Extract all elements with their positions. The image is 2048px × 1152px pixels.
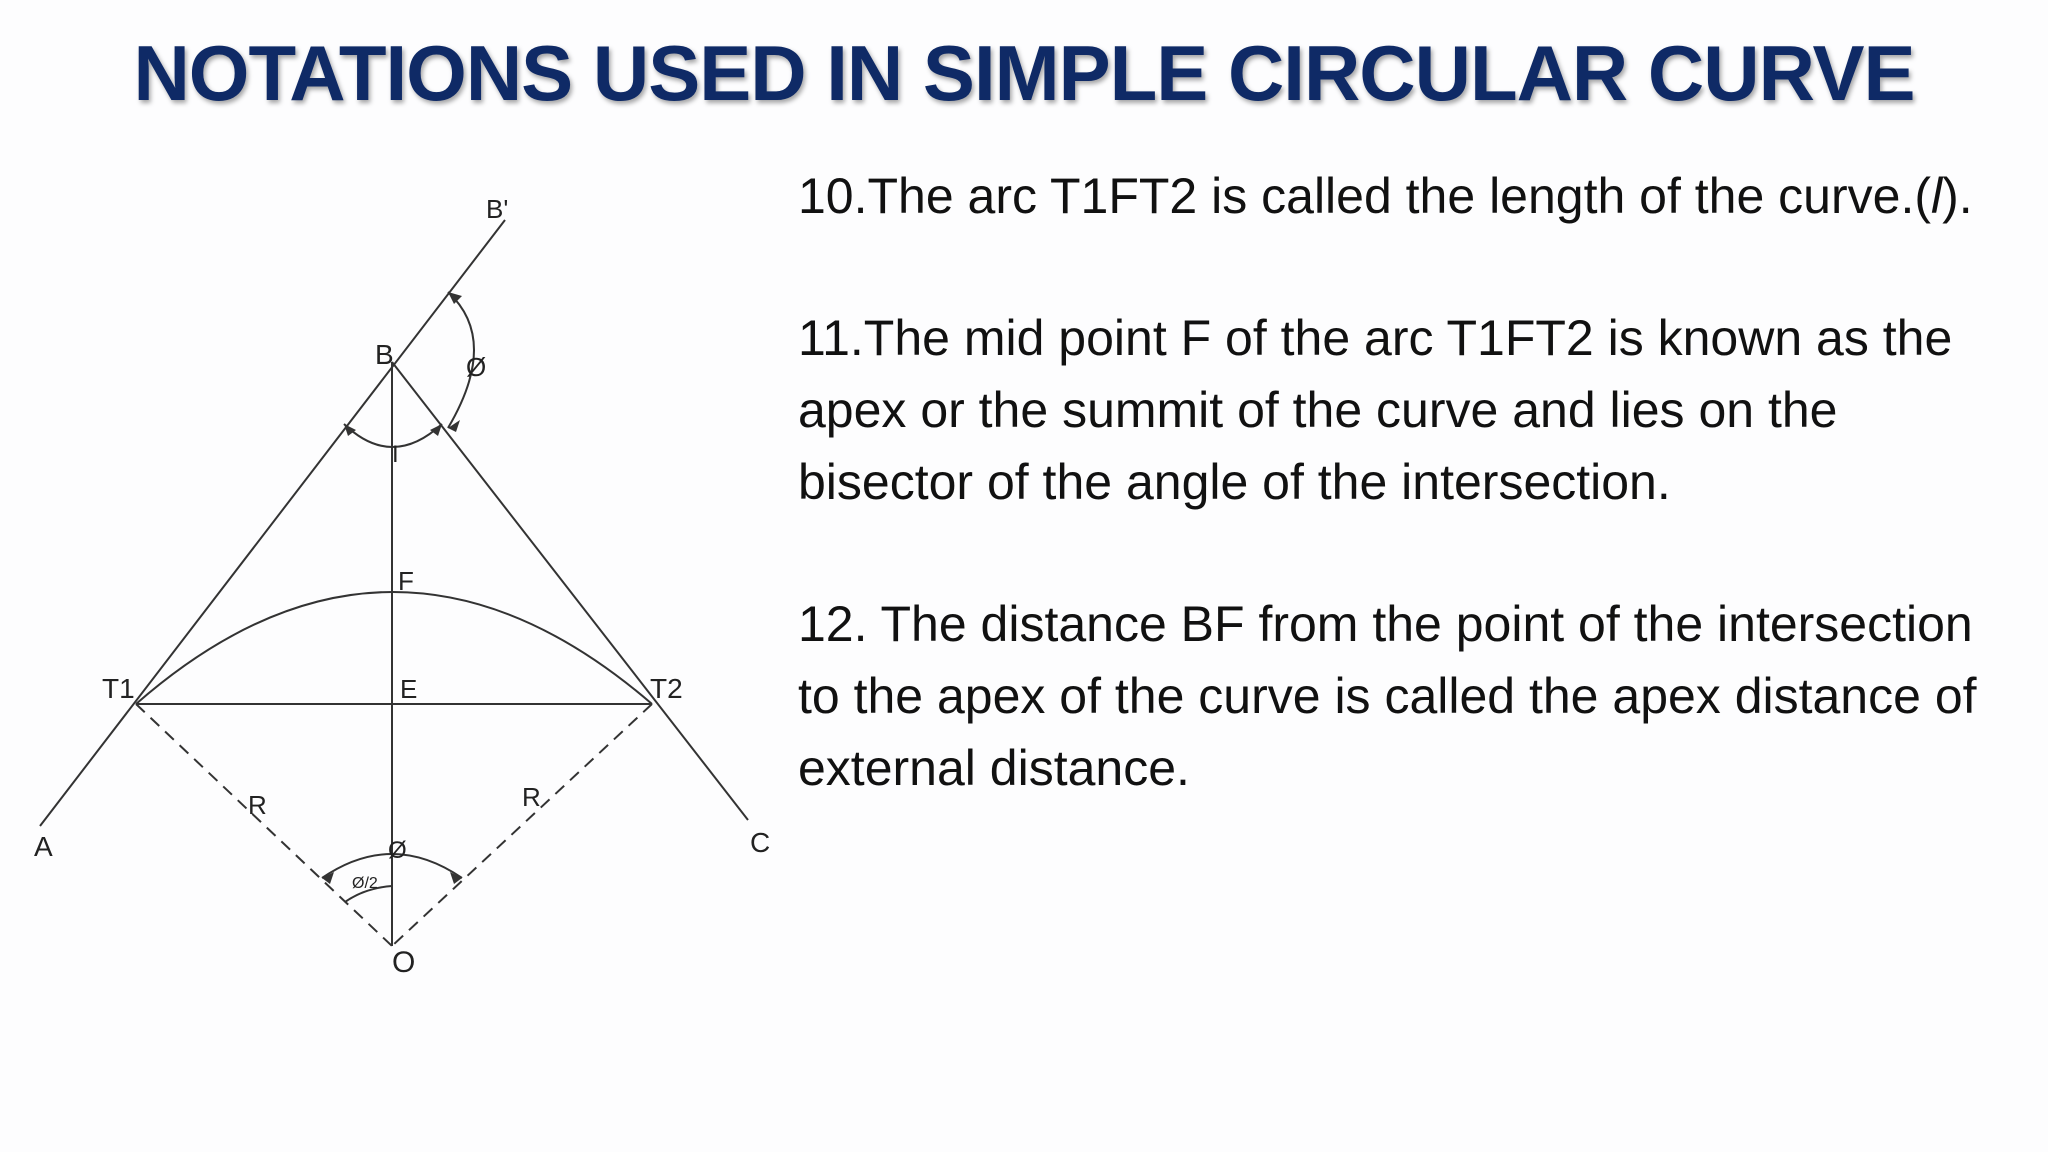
- paragraph-12: 12. The distance BF from the point of th…: [798, 596, 1977, 796]
- radius-t2-o: [391, 703, 653, 947]
- arrowhead: [322, 872, 334, 884]
- curve-arc-t1-f-t2: [135, 591, 653, 705]
- angle-arc-half: [344, 885, 393, 903]
- circular-curve-diagram: B' B Ø I F T1 E T2 R R A C Ø Ø/2 O: [34, 194, 770, 979]
- angle-arc-deflection: [447, 291, 475, 429]
- label-i: I: [392, 441, 399, 468]
- label-phi-half: Ø/2: [352, 875, 378, 892]
- paragraph-11: 11.The mid point F of the arc T1FT2 is k…: [798, 310, 1953, 510]
- slide-title: NOTATIONS USED IN SIMPLE CIRCULAR CURVE: [133, 29, 1915, 117]
- paragraph-10-italic: l: [1930, 168, 1943, 224]
- arrowhead: [344, 424, 356, 436]
- notation-text: 10.The arc T1FT2 is called the length of…: [798, 160, 2018, 874]
- angle-arc-center: [321, 853, 463, 879]
- arrowhead: [448, 292, 462, 304]
- radius-t1-o: [135, 703, 393, 947]
- label-t1: T1: [102, 673, 135, 704]
- angle-arc-i: [343, 423, 443, 448]
- label-phi-center: Ø: [388, 837, 407, 864]
- arrowhead: [448, 420, 460, 432]
- label-r-right: R: [522, 782, 541, 812]
- label-phi-top: Ø: [466, 352, 486, 382]
- label-o: O: [392, 946, 415, 979]
- arrowhead: [430, 424, 442, 436]
- label-a: A: [34, 831, 53, 862]
- label-b-prime: B': [486, 194, 508, 224]
- paragraph-10-tail: ).: [1942, 168, 1973, 224]
- label-t2: T2: [650, 673, 683, 704]
- arrowhead: [450, 872, 462, 884]
- label-r-left: R: [248, 790, 267, 820]
- paragraph-10-lead: 10.The arc T1FT2 is called the length of…: [798, 168, 1931, 224]
- label-e: E: [400, 674, 417, 704]
- tangent-line-b-c: [391, 361, 749, 821]
- label-b: B: [375, 339, 394, 370]
- tangent-line-a-b-prime: [39, 219, 506, 827]
- label-c: C: [750, 827, 770, 858]
- label-f: F: [398, 566, 414, 596]
- paragraph-10: 10.The arc T1FT2 is called the length of…: [798, 160, 2018, 232]
